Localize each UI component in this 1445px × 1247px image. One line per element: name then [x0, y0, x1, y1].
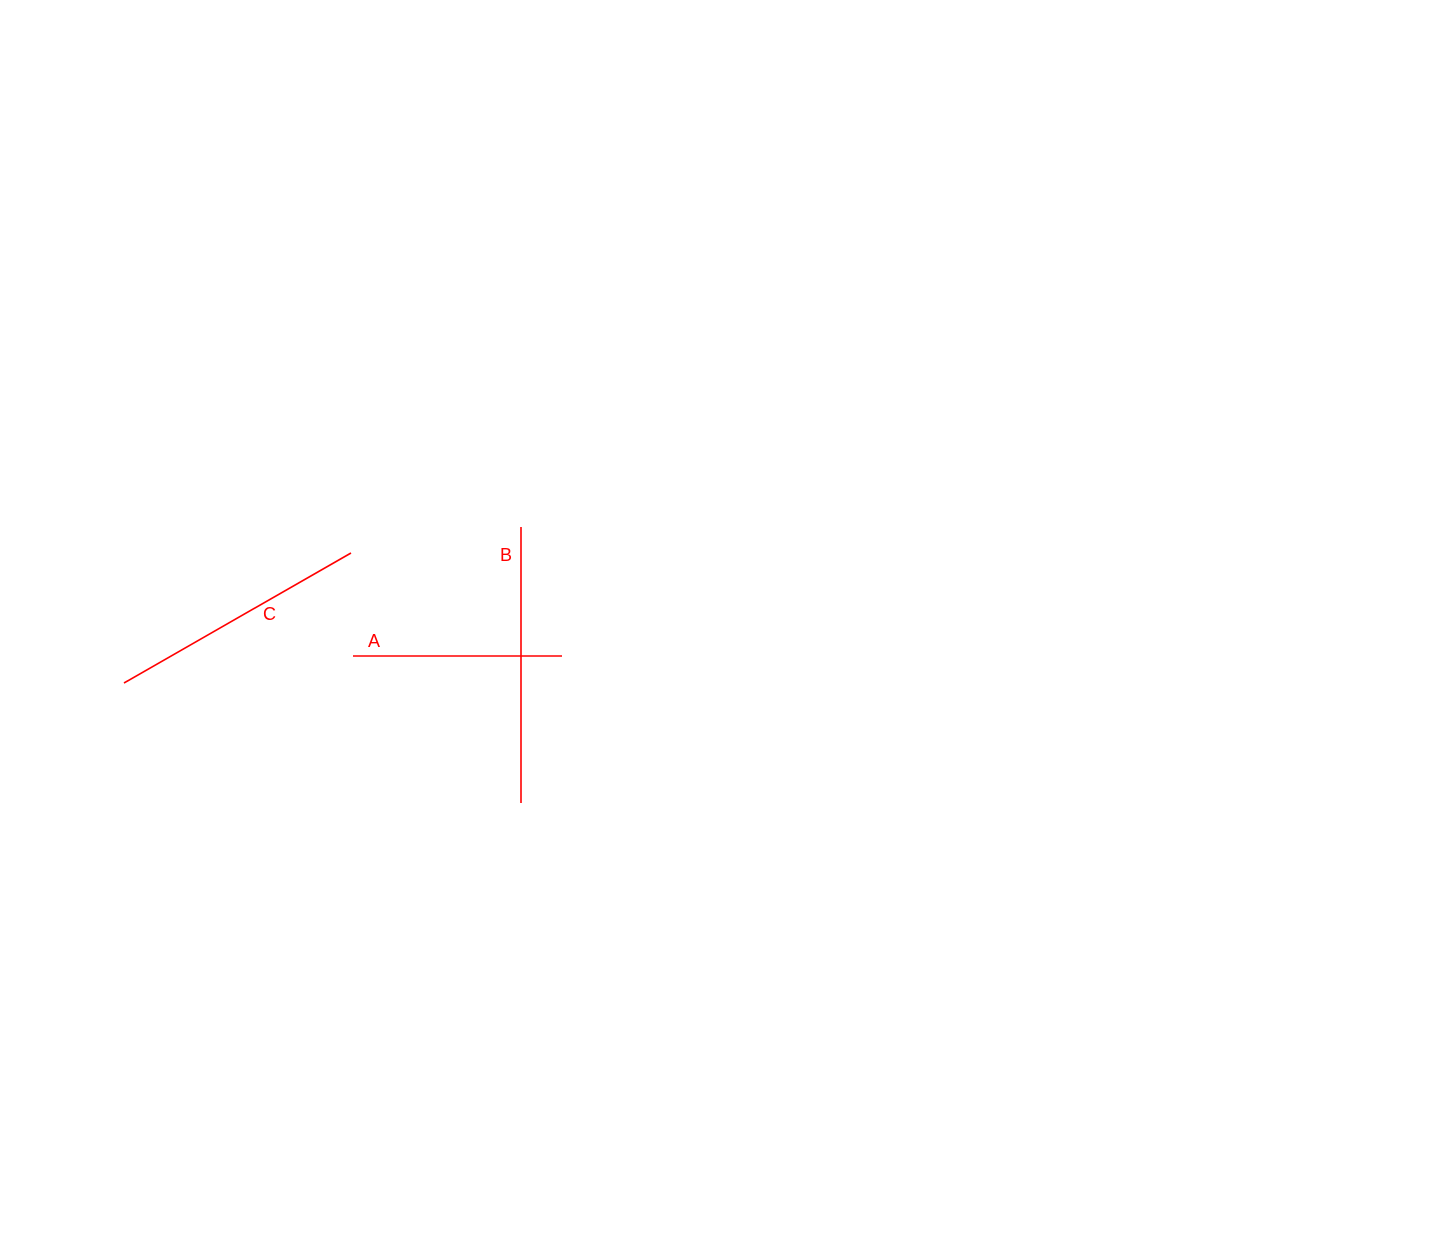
line-c-label: C — [263, 604, 276, 624]
line-c — [123, 552, 352, 684]
line-a-group: A — [353, 631, 562, 657]
line-c-group: C — [123, 552, 352, 684]
line-b-label: B — [500, 545, 512, 565]
line-b-group: B — [500, 527, 522, 803]
line-a-label: A — [368, 631, 380, 651]
